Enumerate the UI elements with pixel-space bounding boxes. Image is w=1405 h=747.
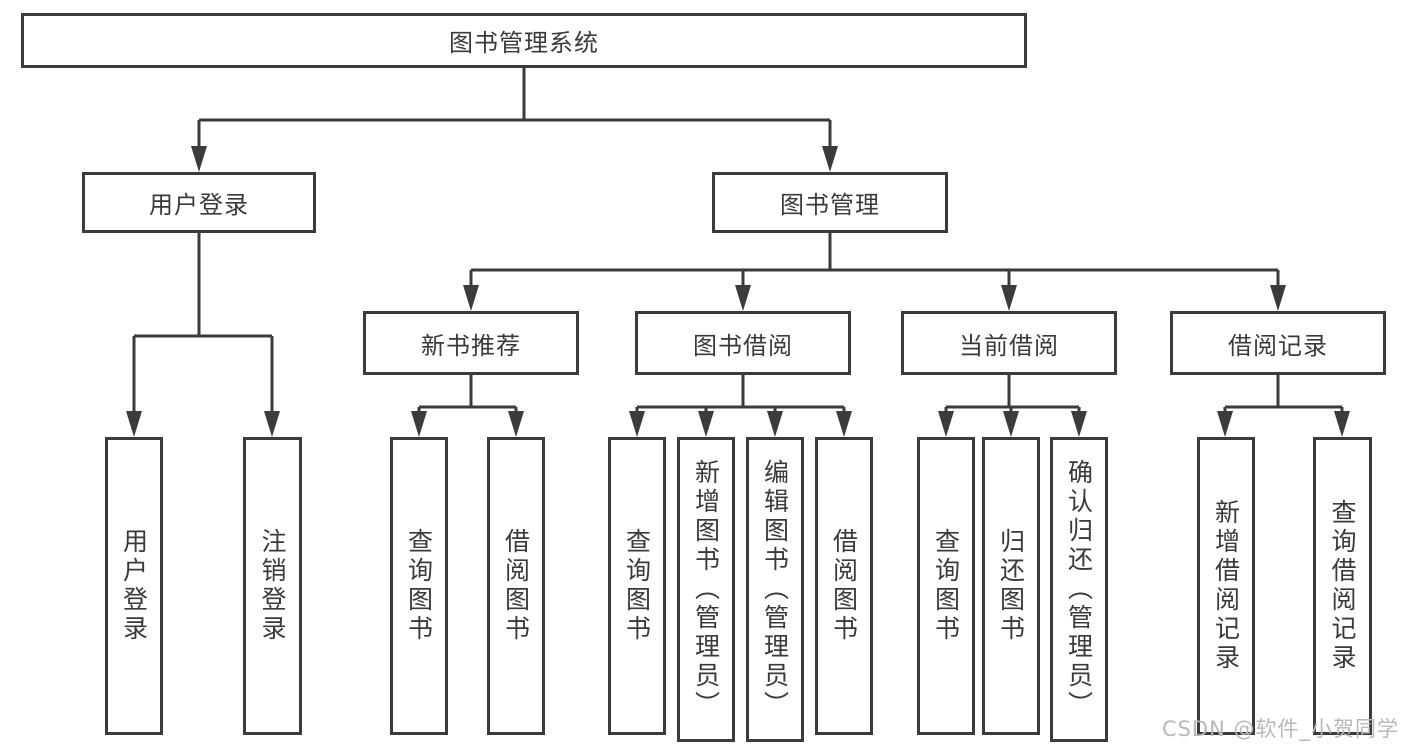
arrowheads-book-borrow-group <box>629 411 852 437</box>
connector-user-login-group <box>132 233 274 415</box>
leaf-query-books-recommend: 查询图书 <box>390 437 448 735</box>
arrowheads-level2 <box>191 146 838 172</box>
arrowheads-current-borrow-group <box>938 411 1087 437</box>
connector-current-borrow-group <box>944 375 1081 415</box>
connector-new-book-group <box>417 375 518 415</box>
node-book-borrow: 图书借阅 <box>635 311 851 375</box>
node-book-management: 图书管理 <box>712 172 948 233</box>
arrowheads-level3 <box>463 285 1286 311</box>
leaf-return-books: 归还图书 <box>982 437 1040 735</box>
leaf-user-login: 用户登录 <box>105 437 163 735</box>
node-borrow-records: 借阅记录 <box>1170 311 1386 375</box>
leaf-add-borrow-record: 新增借阅记录 <box>1197 437 1255 735</box>
connector-borrow-records-group <box>1223 375 1344 415</box>
leaf-query-borrow-record: 查询借阅记录 <box>1313 437 1372 735</box>
arrowheads-new-book-group <box>411 411 524 437</box>
node-current-borrow: 当前借阅 <box>901 311 1117 375</box>
arrowheads-user-login-group <box>126 411 280 437</box>
leaf-query-books-current: 查询图书 <box>917 437 975 735</box>
leaf-query-books-borrow: 查询图书 <box>608 437 666 735</box>
node-user-login: 用户登录 <box>82 172 316 233</box>
node-new-book-recommend: 新书推荐 <box>363 311 579 375</box>
connector-book-borrow-group <box>635 375 846 415</box>
connector-book-management-to-level3 <box>469 233 1280 289</box>
node-library-system: 图书管理系统 <box>21 13 1027 68</box>
leaf-edit-books-admin: 编辑图书（管理员） <box>746 437 804 742</box>
leaf-add-books-admin: 新增图书（管理员） <box>677 437 735 742</box>
watermark: CSDN @软件_小贺同学 <box>1161 717 1399 741</box>
leaf-confirm-return-admin: 确认归还（管理员） <box>1050 437 1108 742</box>
leaf-borrow-books: 借阅图书 <box>815 437 873 735</box>
leaf-borrow-books-recommend: 借阅图书 <box>487 437 545 735</box>
leaf-logout: 注销登录 <box>243 437 302 735</box>
connector-root-to-level2 <box>197 68 832 150</box>
arrowheads-borrow-records-group <box>1217 411 1350 437</box>
